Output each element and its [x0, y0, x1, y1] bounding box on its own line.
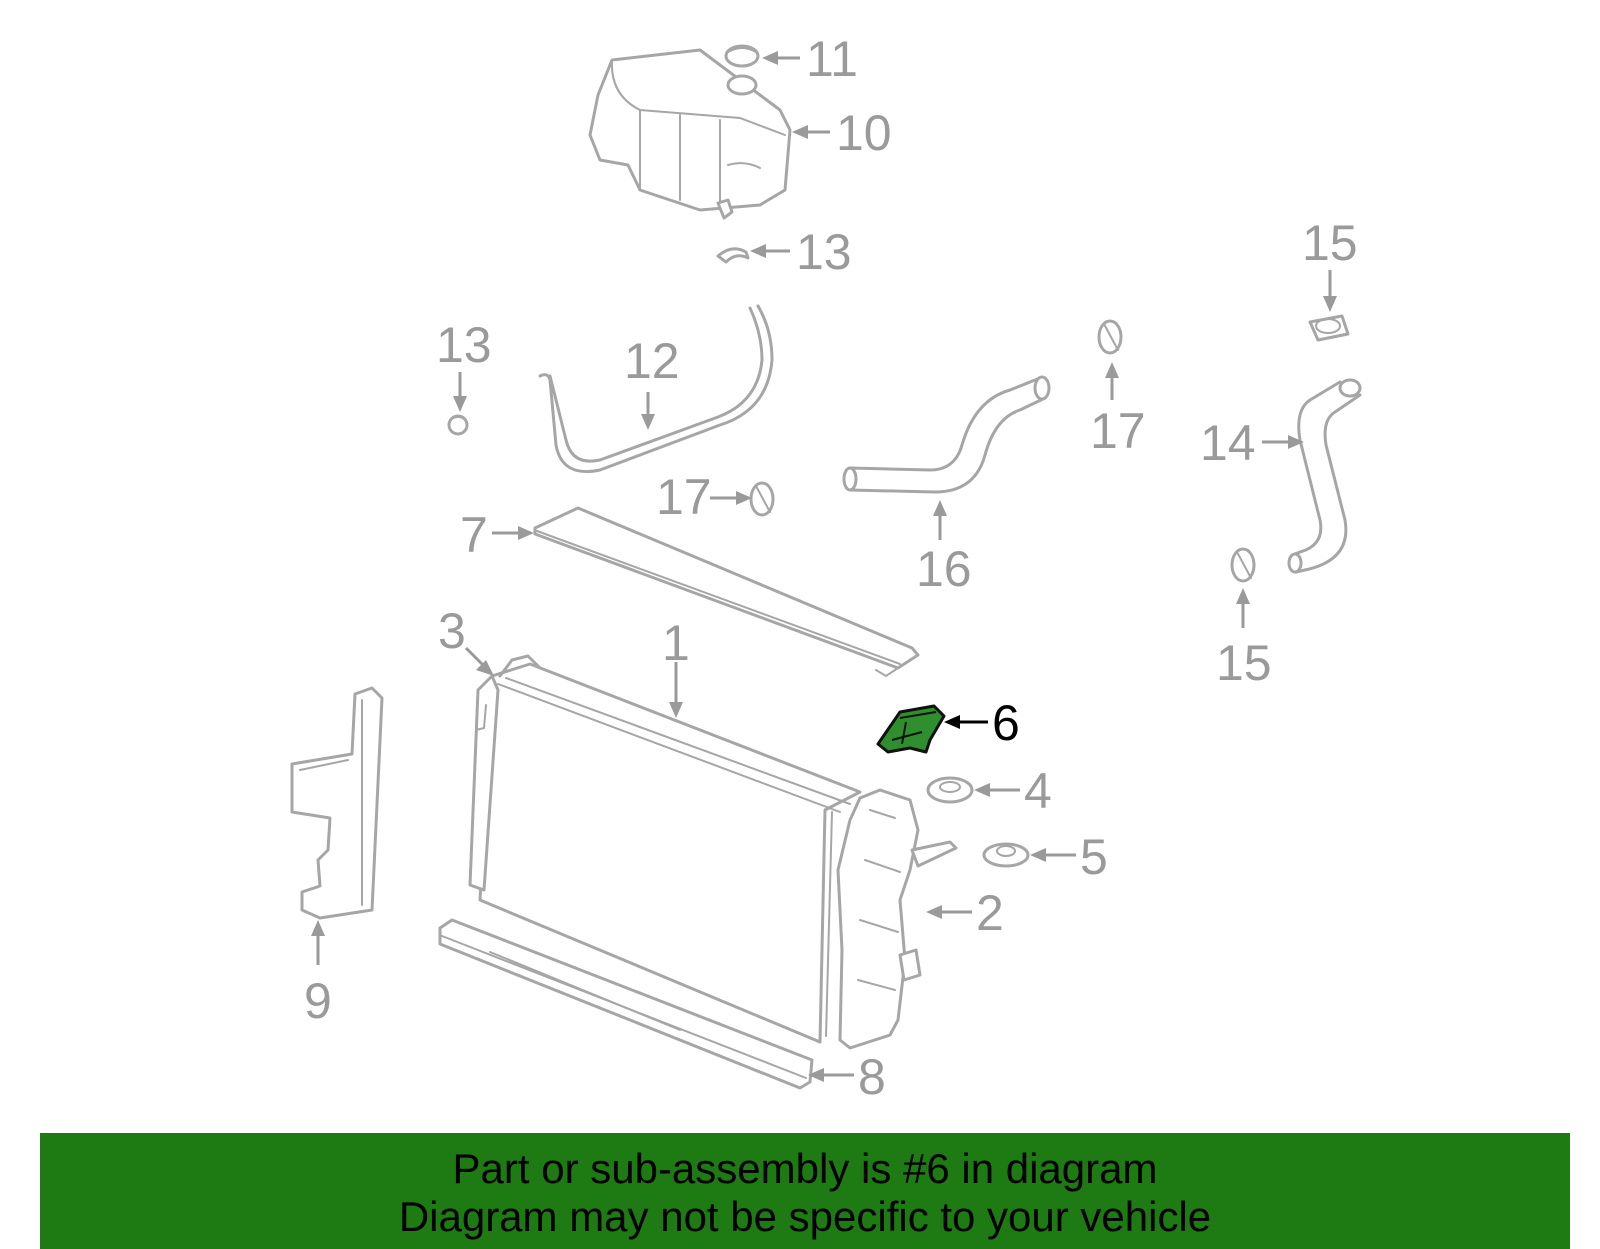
- callout-15-lower: 15: [1216, 635, 1272, 691]
- radiator-part-1: [468, 662, 862, 1044]
- bracket-part-6-highlighted: [876, 704, 946, 754]
- clamp-part-13-left: [447, 414, 469, 436]
- baffle-part-7: [533, 506, 920, 678]
- clamp-part-17-left: [749, 481, 775, 517]
- callout-13-left: 13: [436, 317, 492, 373]
- insulator-part-4: [926, 776, 974, 804]
- callout-3: 3: [438, 603, 466, 659]
- cap-part-11: [724, 44, 760, 68]
- callout-1: 1: [662, 615, 690, 671]
- callout-12: 12: [624, 333, 680, 389]
- reservoir-part-10: [588, 48, 792, 220]
- hose-part-14: [1287, 378, 1362, 574]
- bracket-part-3: [475, 654, 542, 731]
- callout-2: 2: [976, 885, 1004, 941]
- callout-8: 8: [858, 1049, 886, 1105]
- callout-9: 9: [304, 973, 332, 1029]
- baffle-part-8: [438, 918, 814, 1090]
- callout-17-left: 17: [656, 469, 712, 525]
- callout-17-right: 17: [1090, 403, 1146, 459]
- clamp-part-15-upper: [1308, 314, 1350, 342]
- callout-labels: 11 10 13 13 12 17 17 16 15 14 15 7 3 1 6…: [304, 31, 1358, 1105]
- callout-6: 6: [992, 695, 1020, 751]
- callout-14: 14: [1200, 415, 1256, 471]
- deflector-part-9: [290, 686, 384, 920]
- insulator-part-5: [982, 842, 1030, 868]
- hose-part-16: [842, 375, 1051, 494]
- tank-part-2: [836, 788, 958, 1050]
- banner-line-1: Part or sub-assembly is #6 in diagram: [452, 1145, 1158, 1192]
- info-banner: Part or sub-assembly is #6 in diagram Di…: [40, 1133, 1570, 1249]
- clamp-part-13-upper: [716, 247, 750, 264]
- banner-line-2: Diagram may not be specific to your vehi…: [398, 1193, 1212, 1240]
- callout-15-upper: 15: [1302, 215, 1358, 271]
- callout-11: 11: [806, 31, 858, 87]
- callout-13-upper: 13: [796, 224, 852, 280]
- leader-lines: [311, 51, 1337, 1082]
- callout-7: 7: [460, 507, 488, 563]
- clamp-part-15-lower: [1230, 547, 1256, 583]
- callout-4: 4: [1024, 763, 1052, 819]
- callout-10: 10: [836, 105, 892, 161]
- hose-part-12: [538, 304, 774, 474]
- clamp-part-17-right: [1097, 319, 1123, 355]
- callout-5: 5: [1080, 829, 1108, 885]
- callout-16: 16: [916, 541, 972, 597]
